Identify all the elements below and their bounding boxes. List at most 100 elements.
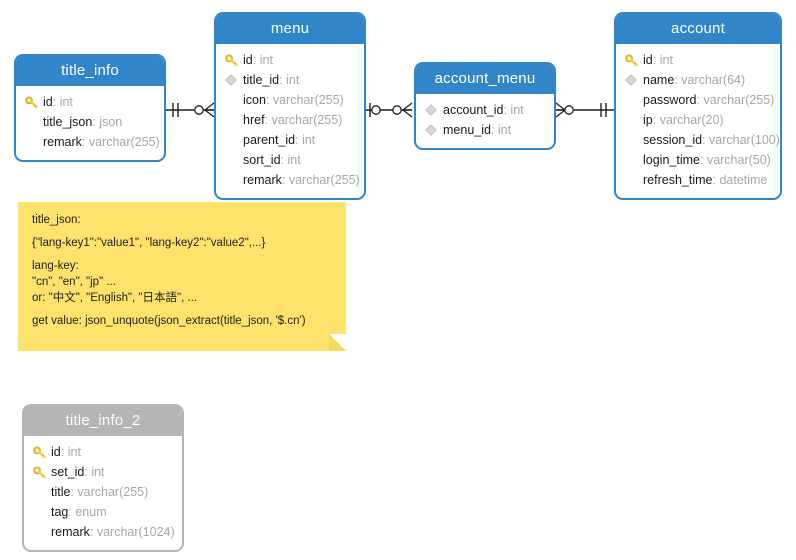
field-row[interactable]: account_id: int <box>416 100 554 120</box>
field-name: remark <box>43 135 82 149</box>
field-row[interactable]: login_time: varchar(50) <box>616 150 780 170</box>
no-key-icon <box>625 113 643 127</box>
foreign-key-icon <box>425 123 443 137</box>
field-type: : varchar(255) <box>696 93 775 107</box>
field-type: : int <box>279 73 300 87</box>
no-key-icon <box>225 133 243 147</box>
no-key-icon <box>225 173 243 187</box>
field-row[interactable]: session_id: varchar(100) <box>616 130 780 150</box>
field-name: href <box>243 113 265 127</box>
field-type: : varchar(1024) <box>89 525 175 539</box>
field-name: account_id <box>443 103 504 117</box>
no-key-icon <box>225 153 243 167</box>
no-key-icon <box>225 93 243 107</box>
field-row[interactable]: menu_id: int <box>416 120 554 140</box>
relationship-menu-account-menu <box>366 102 413 118</box>
field-type: : varchar(20) <box>652 113 724 127</box>
field-type: : int <box>503 103 524 117</box>
relationship-account-menu-account <box>555 102 614 118</box>
entity-title-info-header: title_info <box>16 56 164 86</box>
foreign-key-icon <box>625 73 643 87</box>
entity-title-info-2-header: title_info_2 <box>24 406 182 436</box>
no-key-icon <box>625 93 643 107</box>
field-name: title_id <box>243 73 280 87</box>
field-type: : varchar(50) <box>699 153 771 167</box>
field-name: parent_id <box>243 133 296 147</box>
field-row[interactable]: refresh_time: datetime <box>616 170 780 190</box>
field-row[interactable]: parent_id: int <box>216 130 364 150</box>
no-key-icon <box>33 505 51 519</box>
field-type: : int <box>280 153 301 167</box>
field-row[interactable]: remark: varchar(1024) <box>24 522 182 542</box>
field-row[interactable]: title: varchar(255) <box>24 482 182 502</box>
field-row[interactable]: ip: varchar(20) <box>616 110 780 130</box>
note-line: "cn", "en", "jp" ... <box>32 276 116 288</box>
entity-title-info-2-fields: id: int set_id: int <box>24 436 182 550</box>
field-type: : datetime <box>712 173 768 187</box>
entity-account-menu-fields: account_id: int menu_id: int <box>416 94 554 148</box>
field-row[interactable]: remark: varchar(255) <box>16 132 164 152</box>
field-name: name <box>643 73 675 87</box>
field-type: : json <box>92 115 123 129</box>
field-name: id <box>243 53 253 67</box>
field-name: refresh_time <box>643 173 713 187</box>
entity-account-header: account <box>616 14 780 44</box>
no-key-icon <box>625 133 643 147</box>
entity-menu-fields: id: int title_id: int icon: varchar(255) <box>216 44 364 198</box>
field-name: set_id <box>51 465 85 479</box>
field-row[interactable]: title_id: int <box>216 70 364 90</box>
entity-menu[interactable]: menu id: int <box>214 12 366 200</box>
note-line: {"lang-key1":"value1", "lang-key2":"valu… <box>32 237 266 249</box>
field-type: : int <box>252 53 273 67</box>
field-name: remark <box>243 173 282 187</box>
field-row[interactable]: password: varchar(255) <box>616 90 780 110</box>
field-row[interactable]: remark: varchar(255) <box>216 170 364 190</box>
field-row[interactable]: title_json: json <box>16 112 164 132</box>
note-line: lang-key: <box>32 260 79 272</box>
note-fold-corner-icon <box>329 334 346 351</box>
field-type: : enum <box>68 505 107 519</box>
field-row[interactable]: id: int <box>616 50 780 70</box>
field-type: : varchar(255) <box>70 485 149 499</box>
field-type: : int <box>60 445 81 459</box>
field-name: icon <box>243 93 266 107</box>
field-name: id <box>643 53 653 67</box>
primary-key-icon <box>25 95 43 109</box>
field-name: title_json <box>43 115 93 129</box>
field-type: : varchar(255) <box>281 173 360 187</box>
field-row[interactable]: tag: enum <box>24 502 182 522</box>
field-name: tag <box>51 505 69 519</box>
field-name: id <box>51 445 61 459</box>
field-type: : varchar(255) <box>81 135 160 149</box>
no-key-icon <box>33 525 51 539</box>
no-key-icon <box>25 115 43 129</box>
note-title-json[interactable]: title_json: {"lang-key1":"value1", "lang… <box>18 202 346 351</box>
entity-account-menu-header: account_menu <box>416 64 554 94</box>
note-line: get value: json_unquote(json_extract(tit… <box>32 315 306 327</box>
no-key-icon <box>225 113 243 127</box>
field-type: : varchar(255) <box>265 93 344 107</box>
field-row[interactable]: icon: varchar(255) <box>216 90 364 110</box>
field-name: title <box>51 485 71 499</box>
field-name: session_id <box>643 133 703 147</box>
note-line: title_json: <box>32 214 81 226</box>
entity-title-info-fields: id: int title_json: json remark: varchar… <box>16 86 164 160</box>
field-name: id <box>43 95 53 109</box>
field-row[interactable]: set_id: int <box>24 462 182 482</box>
field-type: : int <box>295 133 316 147</box>
field-row[interactable]: id: int <box>16 92 164 112</box>
field-row[interactable]: id: int <box>24 442 182 462</box>
entity-menu-header: menu <box>216 14 364 44</box>
field-row[interactable]: name: varchar(64) <box>616 70 780 90</box>
entity-title-info[interactable]: title_info id: int <box>14 54 166 162</box>
field-row[interactable]: href: varchar(255) <box>216 110 364 130</box>
field-name: menu_id <box>443 123 491 137</box>
field-row[interactable]: id: int <box>216 50 364 70</box>
entity-account-menu[interactable]: account_menu account_id: int <box>414 62 556 150</box>
field-row[interactable]: sort_id: int <box>216 150 364 170</box>
field-type: : int <box>652 53 673 67</box>
entity-title-info-2[interactable]: title_info_2 id: int <box>22 404 184 552</box>
field-type: : int <box>84 465 105 479</box>
primary-key-icon <box>225 53 243 67</box>
entity-account[interactable]: account id: int <box>614 12 782 200</box>
